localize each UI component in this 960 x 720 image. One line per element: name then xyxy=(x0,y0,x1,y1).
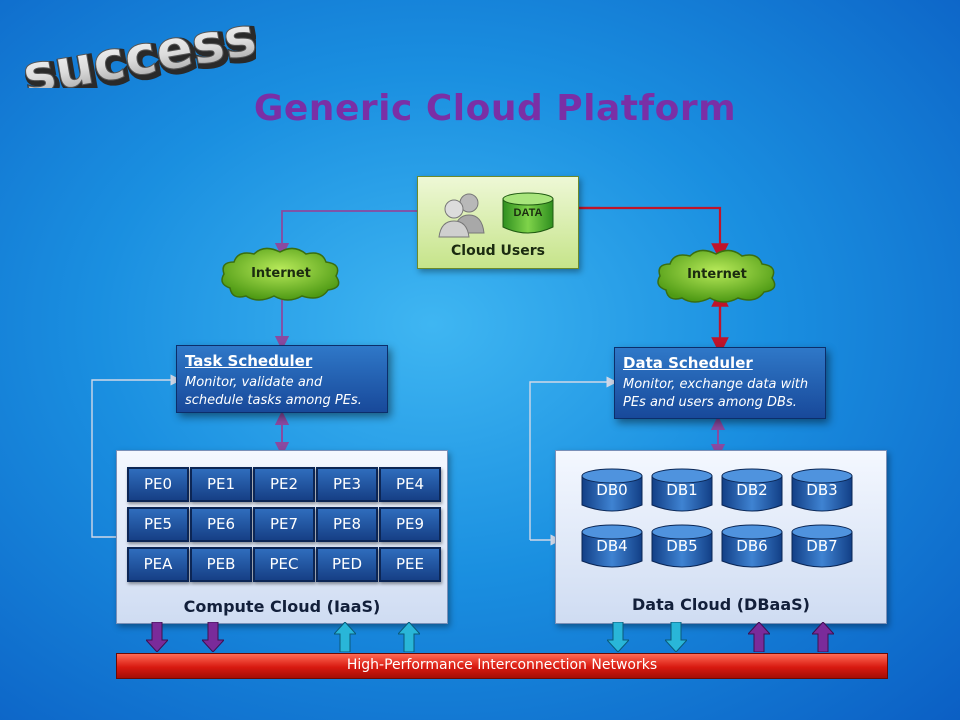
users-icon xyxy=(438,193,485,238)
db-label: DB3 xyxy=(806,481,838,499)
data-label: DATA xyxy=(513,207,543,219)
db-label: DB4 xyxy=(596,537,628,555)
pe-cell: PE7 xyxy=(253,507,315,542)
link-users-internet-left xyxy=(274,210,432,258)
database-icon xyxy=(502,192,554,234)
pe-cell: PE6 xyxy=(190,507,252,542)
db-label: DB0 xyxy=(596,481,628,499)
db-label: DB6 xyxy=(736,537,768,555)
db-cylinder: DB7 xyxy=(790,523,854,571)
db-cylinder: DB3 xyxy=(790,467,854,515)
pe-cell: PE4 xyxy=(379,467,441,502)
cloud-users-box: DATA Cloud Users xyxy=(417,176,579,269)
data-scheduler-title: Data Scheduler xyxy=(623,354,753,372)
task-scheduler-box: Task Scheduler Monitor, validate and sch… xyxy=(176,345,388,413)
up-arrow-icon xyxy=(334,622,356,652)
internet-right-label: Internet xyxy=(687,267,747,282)
db-cylinder: DB4 xyxy=(580,523,644,571)
db-cylinder: DB2 xyxy=(720,467,784,515)
internet-cloud-left-icon xyxy=(221,247,340,301)
pe-cell: PE8 xyxy=(316,507,378,542)
internet-left-label: Internet xyxy=(251,266,311,281)
link-datacloud-feedback-right xyxy=(529,376,618,540)
db-label: DB1 xyxy=(666,481,698,499)
task-scheduler-title: Task Scheduler xyxy=(185,352,313,370)
success-logo: success success xyxy=(17,8,256,88)
up-arrow-icon xyxy=(398,622,420,652)
pe-cell: PE2 xyxy=(253,467,315,502)
pe-cell: PE0 xyxy=(127,467,189,502)
page-title: Generic Cloud Platform xyxy=(253,88,737,129)
db-label: DB7 xyxy=(806,537,838,555)
up-arrow-icon xyxy=(812,622,834,652)
db-cylinder: DB1 xyxy=(650,467,714,515)
link-compute-feedback-left xyxy=(91,374,182,538)
pe-cell: PE1 xyxy=(190,467,252,502)
data-scheduler-desc-2: PEs and users among DBs. xyxy=(623,395,797,410)
task-scheduler-desc-1: Monitor, validate and xyxy=(185,375,323,390)
pe-cell: PEB xyxy=(190,547,252,582)
down-arrow-icon xyxy=(607,622,629,652)
internet-cloud-right-icon xyxy=(657,249,776,303)
data-scheduler-desc-1: Monitor, exchange data with xyxy=(623,377,809,392)
down-arrow-icon xyxy=(202,622,224,652)
cloud-users-label: Cloud Users xyxy=(451,243,545,259)
pe-cell: PEC xyxy=(253,547,315,582)
pe-cell: PE9 xyxy=(379,507,441,542)
pe-cell: PE5 xyxy=(127,507,189,542)
pe-cell: PED xyxy=(316,547,378,582)
down-arrow-icon xyxy=(665,622,687,652)
pe-cell: PEA xyxy=(127,547,189,582)
pe-cell: PEE xyxy=(379,547,441,582)
db-cylinder: DB5 xyxy=(650,523,714,571)
data-scheduler-box: Data Scheduler Monitor, exchange data wi… xyxy=(614,347,826,419)
db-cylinder: DB6 xyxy=(720,523,784,571)
pe-cell: PE3 xyxy=(316,467,378,502)
compute-cloud-label: Compute Cloud (IaaS) xyxy=(183,597,381,616)
db-label: DB2 xyxy=(736,481,768,499)
down-arrow-icon xyxy=(146,622,168,652)
data-cloud-label: Data Cloud (DBaaS) xyxy=(632,595,810,614)
network-label: High-Performance Interconnection Network… xyxy=(346,657,658,673)
db-label: DB5 xyxy=(666,537,698,555)
link-users-internet-right xyxy=(568,206,729,261)
network-bar: High-Performance Interconnection Network… xyxy=(116,653,888,679)
task-scheduler-desc-2: schedule tasks among PEs. xyxy=(185,393,362,408)
up-arrow-icon xyxy=(748,622,770,652)
db-cylinder: DB0 xyxy=(580,467,644,515)
